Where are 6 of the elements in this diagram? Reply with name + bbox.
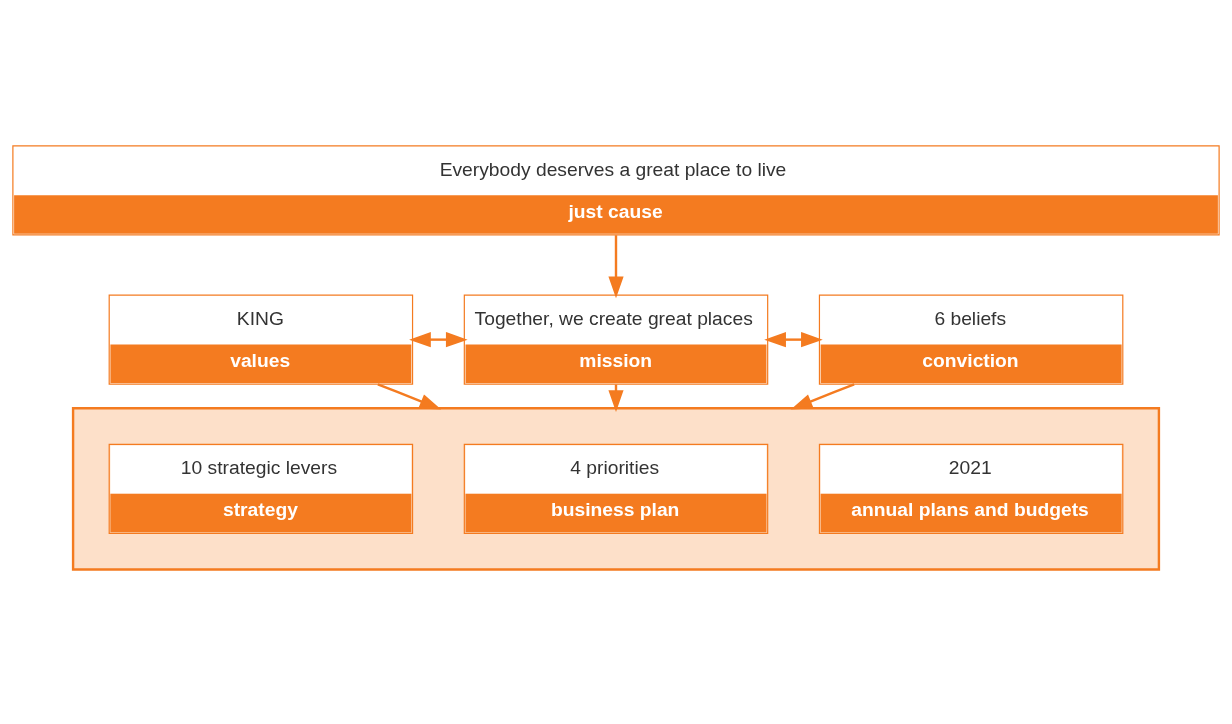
arrow xyxy=(608,234,624,298)
cluster xyxy=(71,406,1161,571)
arrow xyxy=(377,382,442,410)
arrow xyxy=(790,382,855,410)
arrow xyxy=(409,331,468,347)
arrow xyxy=(764,331,823,347)
